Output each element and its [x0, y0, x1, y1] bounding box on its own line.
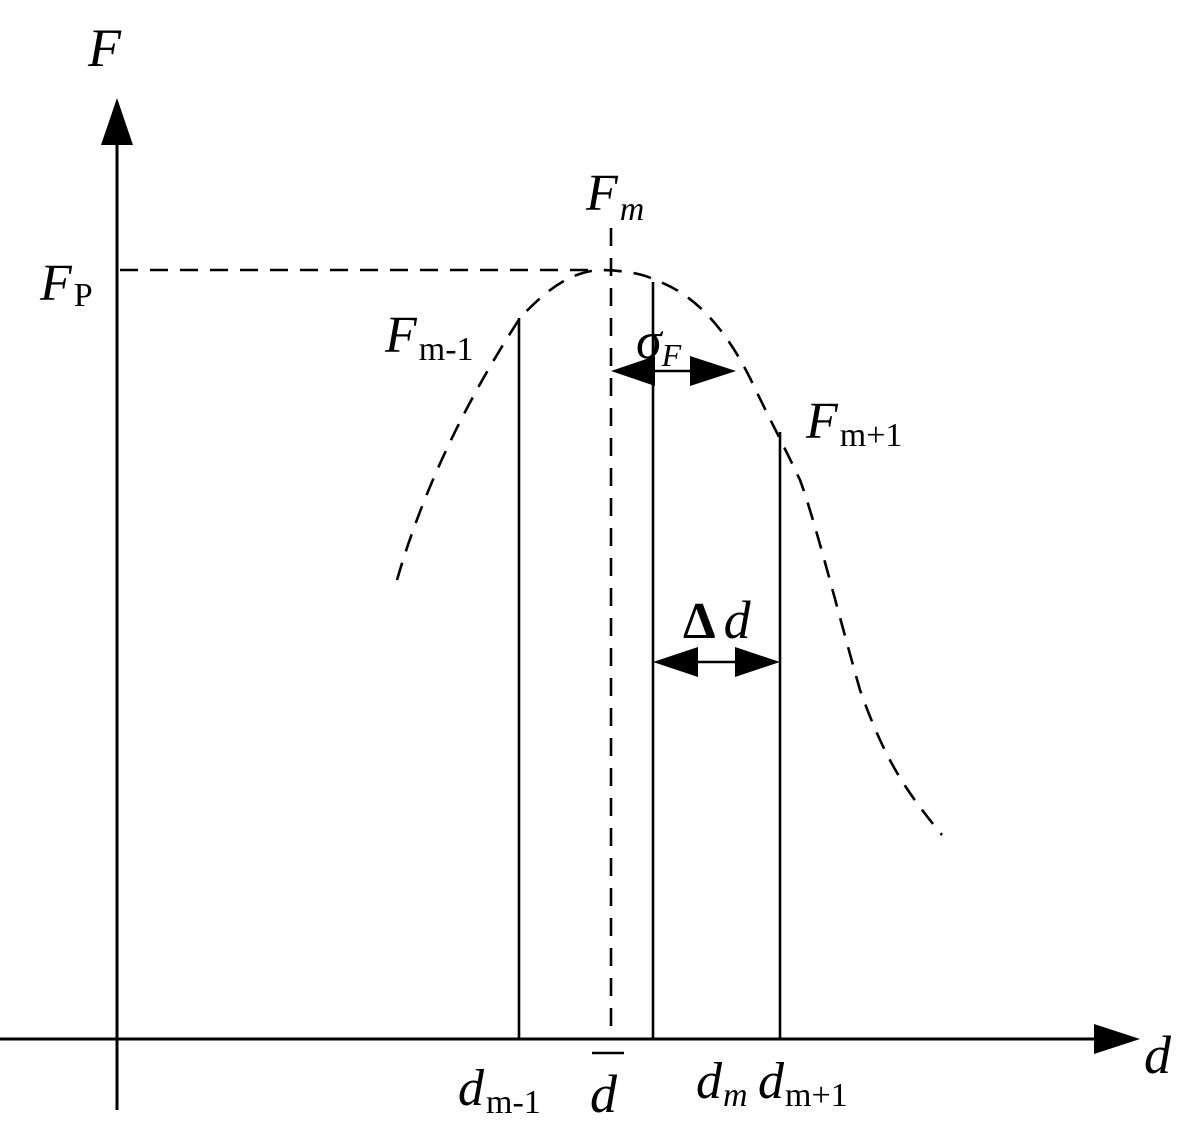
distribution-curve [395, 268, 944, 836]
d-m-label: dm [696, 1053, 748, 1114]
sigma-f-label: σF [636, 313, 682, 373]
f-peak-label: FP [39, 255, 93, 314]
delta-d-double-arrow [653, 647, 780, 677]
x-axis-arrowhead [1094, 1024, 1140, 1054]
y-axis-arrowhead [101, 98, 133, 145]
d-m-plus-1-label: dm+1 [758, 1053, 848, 1114]
f-m-plus-1-label: Fm+1 [805, 393, 902, 454]
sigma-f-double-arrow [611, 356, 736, 386]
svg-text:d: d [590, 1064, 618, 1124]
d-m-minus-1-label: dm-1 [458, 1060, 541, 1121]
x-axis-label: d [1144, 1025, 1172, 1085]
f-m-label: Fm [585, 165, 644, 228]
f-m-minus-1-label: Fm-1 [384, 307, 474, 368]
d-bar-label: d [590, 1051, 624, 1124]
y-axis-label: F [87, 18, 122, 78]
